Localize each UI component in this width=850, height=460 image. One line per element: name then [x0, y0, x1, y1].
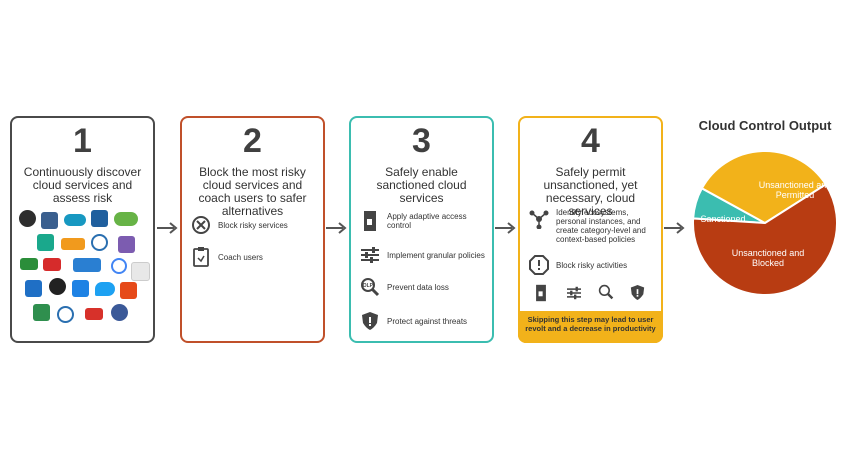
- step-2-card: 2 Block the most risky cloud services an…: [180, 116, 325, 343]
- step-4-item-label: Identify ecosystems, personal instances,…: [556, 208, 646, 244]
- step-3-item: DLP Prevent data loss: [359, 276, 488, 298]
- globe-app-icon: [57, 306, 74, 323]
- step-4-title: Safely permit unsanctioned, yet necessar…: [543, 165, 638, 218]
- step-3-title: Safely enable sanctioned cloud services: [376, 165, 467, 205]
- door-access-icon: [536, 284, 546, 302]
- facebook-icon: [111, 304, 128, 321]
- clipboard-icon: [190, 246, 212, 268]
- shield-icon: [359, 310, 381, 332]
- svg-text:DLP: DLP: [363, 283, 374, 289]
- step-4-number: 4: [581, 122, 600, 160]
- sliders-icon: [567, 286, 581, 300]
- shield-icon: [630, 285, 645, 300]
- block-x-icon: [190, 214, 212, 236]
- step-3-item: Implement granular policies: [359, 244, 488, 266]
- cloud-icon: [73, 258, 101, 272]
- analytics-icon: [118, 236, 135, 253]
- pie-label-sanctioned: Sanctioned: [700, 214, 746, 224]
- step-4-item-label: Block risky activities: [556, 260, 628, 270]
- arrow-right-icon: [326, 222, 347, 234]
- step-3-item: Apply adaptive access control: [359, 210, 488, 232]
- hootsuite-icon: [49, 278, 66, 295]
- google-drive-icon: [33, 304, 50, 321]
- step-2-number: 2: [243, 122, 262, 160]
- box-icon: [25, 280, 42, 297]
- warning-octagon-icon: [528, 254, 550, 276]
- step-3-item-label: Prevent data loss: [387, 282, 449, 292]
- dropbox-icon: [72, 280, 89, 297]
- step-3-item: Protect against threats: [359, 310, 488, 332]
- step-1-number: 1: [73, 122, 92, 160]
- step-2-item: Coach users: [190, 246, 319, 268]
- cloud-app-logos: [17, 208, 152, 338]
- step-4-card: 4 Safely permit unsanctioned, yet necess…: [518, 116, 663, 343]
- salesforce-icon: [64, 214, 86, 226]
- sliders-icon: [359, 244, 381, 266]
- step-2-item-label: Block risky services: [218, 220, 288, 230]
- office-icon: [120, 282, 137, 299]
- step-4-item: Block risky activities: [528, 254, 657, 276]
- arrow-right-icon: [664, 222, 685, 234]
- arrow-right-icon: [495, 222, 516, 234]
- trello-icon: [91, 210, 108, 227]
- step-3-item-label: Apply adaptive access control: [387, 212, 467, 230]
- step-3-card: 3 Safely enable sanctioned cloud service…: [349, 116, 494, 343]
- step-4-warning: Skipping this step may lead to user revo…: [518, 311, 663, 343]
- slack-icon: [131, 262, 150, 281]
- pie-slice: [692, 183, 838, 296]
- pie-slice: [700, 150, 828, 225]
- green-app-icon: [37, 234, 54, 251]
- surveymonkey-icon: [114, 212, 138, 226]
- step-3-item-label: Protect against threats: [387, 316, 468, 326]
- step-1-title: Continuously discover cloud services and…: [23, 165, 142, 205]
- step-2-title: Block the most risky cloud services and …: [198, 165, 307, 218]
- evernote-icon: [19, 210, 36, 227]
- arrow-right-icon: [157, 222, 178, 234]
- step-3-number: 3: [412, 122, 431, 160]
- amazon-web-services-icon: [61, 238, 85, 250]
- chat-icon: [91, 234, 108, 251]
- step-2-item-label: Coach users: [218, 252, 263, 262]
- red-app-icon: [85, 308, 103, 320]
- step-1-card: 1 Continuously discover cloud services a…: [10, 116, 155, 343]
- step-3-item-label: Implement granular policies: [387, 250, 485, 260]
- output-pie: [692, 150, 838, 296]
- crashplan-icon: [20, 258, 38, 270]
- twitter-icon: [95, 282, 115, 296]
- pie-label-permitted: Unsanctioned and Permitted: [758, 180, 832, 200]
- step-4-item: Identify ecosystems, personal instances,…: [528, 208, 657, 244]
- pie-label-blocked: Unsanctioned and Blocked: [731, 248, 805, 268]
- step-4-icon-row: [534, 284, 654, 304]
- rebel-icon: [43, 258, 61, 271]
- google-cloud-icon: [111, 258, 127, 274]
- ibooks-icon: [41, 212, 58, 229]
- door-access-icon: [359, 210, 381, 232]
- output-title: Cloud Control Output: [698, 118, 832, 133]
- dlp-magnifier-icon: [598, 284, 614, 300]
- ecosystem-network-icon: [528, 208, 550, 230]
- dlp-magnifier-icon: DLP: [359, 276, 381, 298]
- step-2-item: Block risky services: [190, 214, 319, 236]
